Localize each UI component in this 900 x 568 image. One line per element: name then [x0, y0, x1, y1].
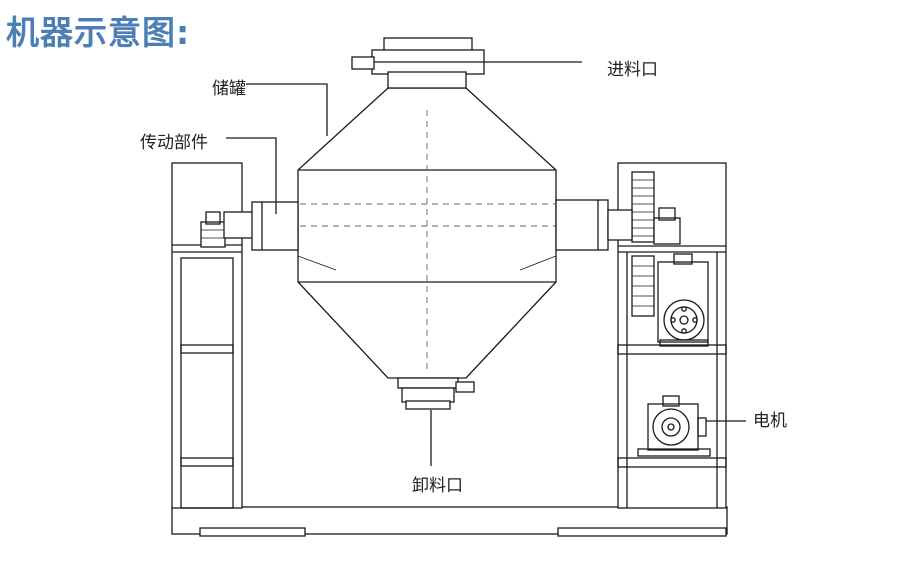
label-inlet: 进料口 [607, 60, 658, 80]
diagram-title: 机器示意图: [6, 13, 191, 52]
inlet-assembly [351, 37, 485, 89]
label-tank: 储罐 [212, 79, 246, 99]
gear-drive [631, 171, 681, 317]
base-frame [171, 506, 728, 537]
label-drive: 传动部件 [140, 133, 208, 153]
leader-drive [226, 137, 277, 214]
left-support-frame [171, 162, 255, 509]
tank [297, 87, 557, 379]
leader-tank [246, 83, 328, 136]
leader-lines [226, 61, 746, 466]
motor [637, 395, 711, 457]
outlet-assembly [397, 377, 475, 410]
drive-shafts [251, 199, 633, 251]
reducer [657, 253, 709, 347]
label-outlet: 卸料口 [412, 476, 463, 496]
label-motor: 电机 [753, 411, 787, 431]
